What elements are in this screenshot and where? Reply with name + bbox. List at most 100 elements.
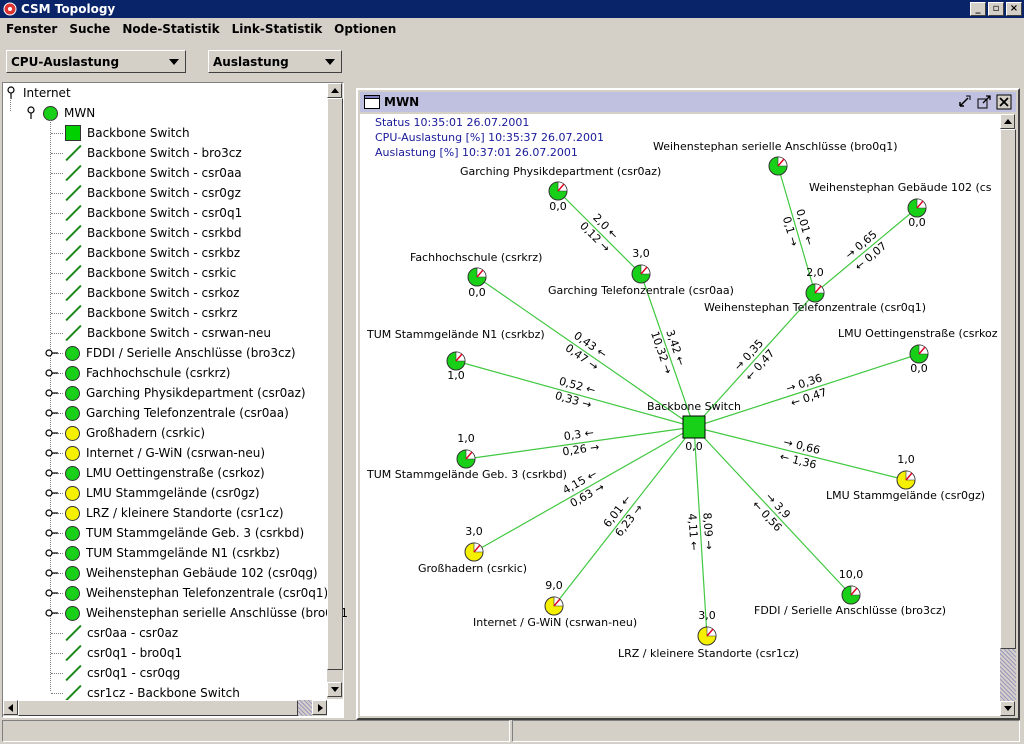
close-icon[interactable] xyxy=(996,94,1012,110)
tree-item[interactable]: Fachhochschule (csrkrz) xyxy=(65,363,230,383)
link-line[interactable] xyxy=(693,426,852,596)
metric-select[interactable]: CPU-Auslastung xyxy=(6,50,186,73)
status-needle xyxy=(850,587,858,596)
tree-expand-handle[interactable] xyxy=(45,407,59,419)
tree-vertical-scrollbar[interactable] xyxy=(327,83,343,699)
tree-expand-handle[interactable] xyxy=(45,427,59,439)
topology-graph[interactable]: 0,12 →2,0 ←0,1 →0,01 ←→ 0,65← 0,070,47 →… xyxy=(360,114,1000,716)
tree-item[interactable]: Backbone Switch - csr0aa xyxy=(65,163,242,183)
link-line[interactable] xyxy=(465,426,695,460)
tree-item[interactable]: Backbone Switch - csr0gz xyxy=(65,183,241,203)
status-cell-left xyxy=(2,720,510,742)
tree-expand-handle[interactable] xyxy=(45,607,59,619)
scroll-thumb[interactable] xyxy=(18,700,298,716)
scroll-down-button[interactable] xyxy=(327,682,342,697)
tree-item[interactable]: LMU Oettingenstraße (csrkoz) xyxy=(65,463,265,483)
tree-expand-handle[interactable] xyxy=(45,387,59,399)
link-line-icon xyxy=(65,625,81,641)
tree-item[interactable]: LRZ / kleinere Standorte (csr1cz) xyxy=(65,503,284,523)
tree-item[interactable]: csr0q1 - csr0qg xyxy=(65,663,180,683)
node-label: Backbone Switch xyxy=(647,400,741,413)
node-value: 0,0 xyxy=(910,362,928,375)
link-line[interactable] xyxy=(693,353,920,428)
tree-expand-handle[interactable] xyxy=(45,527,59,539)
maximize-icon[interactable] xyxy=(976,94,992,110)
link-line-icon xyxy=(65,245,81,261)
menu-suche[interactable]: Suche xyxy=(69,22,111,36)
tree-item[interactable]: Backbone Switch - bro3cz xyxy=(65,143,242,163)
tree-horizontal-scrollbar[interactable] xyxy=(3,700,327,716)
menu-link-statistik[interactable]: Link-Statistik xyxy=(231,22,323,36)
tree-item[interactable]: Backbone Switch - csrkoz xyxy=(65,283,239,303)
tree-item[interactable]: Backbone Switch - csrwan-neu xyxy=(65,323,271,343)
scroll-down-button[interactable] xyxy=(1000,701,1015,716)
tree-expand-handle[interactable] xyxy=(45,347,59,359)
tree-expand-handle[interactable] xyxy=(45,567,59,579)
tree-item[interactable]: csr0q1 - bro0q1 xyxy=(65,643,182,663)
tree-node-mwn[interactable]: MWN xyxy=(43,103,95,123)
backbone-switch-node[interactable] xyxy=(682,415,706,439)
tree-item[interactable]: Backbone Switch - csrkic xyxy=(65,263,236,283)
menu-node-statistik[interactable]: Node-Statistik xyxy=(122,22,220,36)
tree-item[interactable]: Garching Physikdepartment (csr0az) xyxy=(65,383,306,403)
tree-item[interactable]: LMU Stammgelände (csr0gz) xyxy=(65,483,260,503)
link-line[interactable] xyxy=(473,426,695,553)
link-line[interactable] xyxy=(693,426,907,481)
tree-expand-handle[interactable] xyxy=(45,447,59,459)
iconify-icon[interactable] xyxy=(956,94,972,110)
scroll-right-button[interactable] xyxy=(312,700,327,715)
minimize-button[interactable]: _ xyxy=(970,2,986,16)
node-value: 3,0 xyxy=(698,609,716,622)
tree-item[interactable]: Backbone Switch xyxy=(65,123,190,143)
link-line[interactable] xyxy=(476,276,695,428)
menu-optionen[interactable]: Optionen xyxy=(334,22,397,36)
link-line[interactable] xyxy=(693,426,708,637)
close-button[interactable]: × xyxy=(1006,2,1022,16)
tree-item[interactable]: TUM Stammgelände Geb. 3 (csrkbd) xyxy=(65,523,304,543)
tree-item[interactable]: Weihenstephan Telefonzentrale (csr0q1) xyxy=(65,583,328,603)
tree-item[interactable]: Backbone Switch - csrkbd xyxy=(65,223,242,243)
tree-expand-handle[interactable] xyxy=(45,507,59,519)
link-line[interactable] xyxy=(693,292,816,428)
scroll-thumb[interactable] xyxy=(327,98,343,670)
tree-expand-handle[interactable] xyxy=(45,547,59,559)
tree-expand-handle[interactable] xyxy=(45,487,59,499)
status-needle xyxy=(455,353,463,362)
link-line[interactable] xyxy=(640,273,695,428)
frame-vertical-scrollbar[interactable] xyxy=(1000,114,1016,716)
tree-item[interactable]: csr1cz - Backbone Switch xyxy=(65,683,240,703)
tree-item[interactable]: TUM Stammgelände N1 (csrkbz) xyxy=(65,543,280,563)
status-bar xyxy=(0,720,1024,744)
tree-expand-handle[interactable] xyxy=(25,106,37,120)
frame-title: MWN xyxy=(384,95,420,109)
tree-item[interactable]: Garching Telefonzentrale (csr0aa) xyxy=(65,403,289,423)
tree-item[interactable]: Internet / G-WiN (csrwan-neu) xyxy=(65,443,265,463)
tree-item[interactable]: Backbone Switch - csrkbz xyxy=(65,243,240,263)
link-line[interactable] xyxy=(777,165,816,294)
scroll-up-button[interactable] xyxy=(1000,114,1015,129)
tree-expand-handle[interactable] xyxy=(5,86,17,100)
menu-fenster[interactable]: Fenster xyxy=(6,22,58,36)
tree-root[interactable]: Internet xyxy=(23,83,71,103)
tree-expand-handle[interactable] xyxy=(45,467,59,479)
frame-title-bar[interactable]: MWN xyxy=(360,92,1016,112)
link-line[interactable] xyxy=(814,207,918,294)
link-line[interactable] xyxy=(455,360,695,428)
tree-item[interactable]: FDDI / Serielle Anschlüsse (bro3cz) xyxy=(65,343,296,363)
scroll-left-button[interactable] xyxy=(3,700,18,715)
tree-expand-handle[interactable] xyxy=(45,587,59,599)
tree-item[interactable]: Backbone Switch - csrkrz xyxy=(65,303,238,323)
tree-item[interactable]: Weihenstephan Gebäude 102 (csr0qg) xyxy=(65,563,318,583)
link-metric-select[interactable]: Auslastung xyxy=(208,50,342,73)
tree-item[interactable]: Weihenstephan serielle Anschlüsse (bro0q… xyxy=(65,603,348,623)
scroll-thumb[interactable] xyxy=(1000,129,1016,649)
tree-expand-handle[interactable] xyxy=(45,367,59,379)
tree-item[interactable]: Großhadern (csrkic) xyxy=(65,423,205,443)
link-line[interactable] xyxy=(553,426,695,607)
link-line[interactable] xyxy=(557,190,642,275)
scroll-up-button[interactable] xyxy=(327,83,342,98)
maximize-button[interactable]: ▫ xyxy=(988,2,1004,16)
tree-item[interactable]: Backbone Switch - csr0q1 xyxy=(65,203,242,223)
tree-item[interactable]: csr0aa - csr0az xyxy=(65,623,178,643)
